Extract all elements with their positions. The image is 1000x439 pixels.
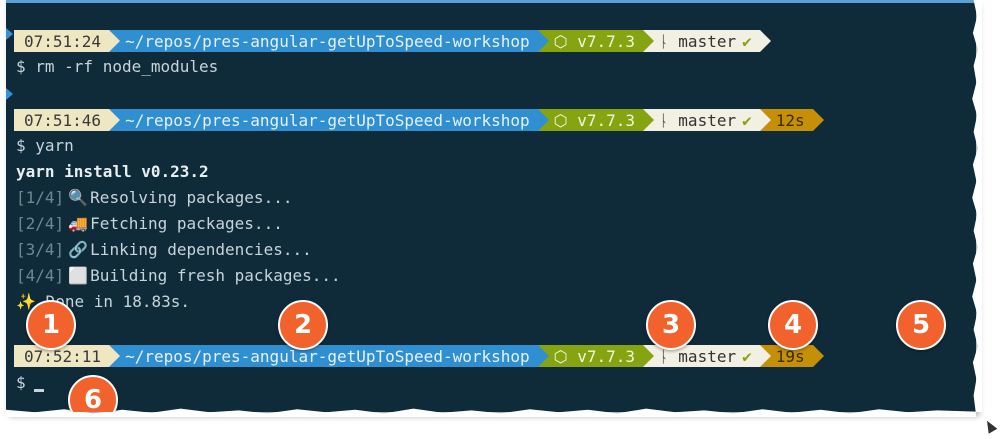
input-line[interactable]: $ <box>16 372 44 394</box>
prompt-path-segment: ~/repos/pres-angular-getUpToSpeed-worksh… <box>109 30 549 52</box>
prompt-time: 07:52:11 <box>24 346 102 366</box>
step-counter: [3/4] <box>16 240 65 259</box>
yarn-step-1: [1/4]🔍Resolving packages... <box>16 187 292 209</box>
prompt-time-segment: 07:52:11 <box>14 345 121 367</box>
prompt-time-segment: 07:51:46 <box>14 109 121 131</box>
mouse-pointer-icon <box>982 418 998 434</box>
yarn-step-2: [2/4]🚚Fetching packages... <box>16 213 283 235</box>
step-counter: [4/4] <box>16 266 65 285</box>
git-clean-check-icon: ✔ <box>742 31 752 51</box>
prompt-duration-segment: 12s <box>759 109 824 131</box>
prompt-bar-1: 07:51:24 ~/repos/pres-angular-getUpToSpe… <box>14 30 771 52</box>
torn-edge-right <box>972 0 982 412</box>
prompt-node-segment: ⬡ v7.7.3 <box>537 30 655 52</box>
step-text: Building fresh packages... <box>90 266 341 285</box>
prompt-marker <box>6 28 13 40</box>
prompt-path-segment: ~/repos/pres-angular-getUpToSpeed-worksh… <box>109 345 549 367</box>
prompt-path: ~/repos/pres-angular-getUpToSpeed-worksh… <box>125 31 530 51</box>
git-branch-icon: ᚿ <box>659 110 669 130</box>
step-text: Fetching packages... <box>90 214 283 233</box>
step-text: Resolving packages... <box>90 188 293 207</box>
prompt-marker <box>6 88 13 100</box>
prompt-path: ~/repos/pres-angular-getUpToSpeed-worksh… <box>125 110 530 130</box>
git-branch-icon: ᚿ <box>659 346 669 366</box>
prompt-path-segment: ~/repos/pres-angular-getUpToSpeed-worksh… <box>109 109 549 131</box>
yarn-header: yarn install v0.23.2 <box>16 162 209 181</box>
step-counter: [2/4] <box>16 214 65 233</box>
prompt-git-segment: ᚿ master✔ <box>643 109 771 131</box>
prompt-git-segment: ᚿ master✔ <box>643 30 771 52</box>
annotation-badge-1: 1 <box>26 300 76 350</box>
command-line-2: $ yarn <box>16 136 74 155</box>
step-text: Linking dependencies... <box>90 240 312 259</box>
yarn-step-4: [4/4]⬜Building fresh packages... <box>16 265 341 287</box>
node-version: ⬡ v7.7.3 <box>553 346 636 366</box>
git-branch: master <box>678 346 737 366</box>
node-version: ⬡ v7.7.3 <box>553 31 636 51</box>
terminal-top-border <box>6 0 976 3</box>
prompt-path: ~/repos/pres-angular-getUpToSpeed-worksh… <box>125 346 530 366</box>
magnifier-icon: 🔍 <box>68 188 89 207</box>
annotation-badge-3: 3 <box>646 300 696 350</box>
prompt-git-segment: ᚿ master✔ <box>643 345 771 367</box>
node-version: ⬡ v7.7.3 <box>553 110 636 130</box>
truck-icon: 🚚 <box>68 214 89 233</box>
prompt-time-segment: 07:51:24 <box>14 30 121 52</box>
prompt-time: 07:51:46 <box>24 110 102 130</box>
terminal-window[interactable]: 07:51:24 ~/repos/pres-angular-getUpToSpe… <box>6 0 976 412</box>
step-counter: [1/4] <box>16 188 65 207</box>
command-duration: 19s <box>775 346 805 366</box>
shell-prompt-symbol: $ <box>16 373 26 392</box>
prompt-time: 07:51:24 <box>24 31 102 51</box>
git-branch-icon: ᚿ <box>659 31 669 51</box>
annotation-badge-4: 4 <box>768 300 818 350</box>
git-branch: master <box>678 110 737 130</box>
prompt-node-segment: ⬡ v7.7.3 <box>537 109 655 131</box>
command-line-1: $ rm -rf node_modules <box>16 57 219 76</box>
prompt-bar-2: 07:51:46 ~/repos/pres-angular-getUpToSpe… <box>14 109 824 131</box>
square-icon: ⬜ <box>68 266 89 285</box>
git-clean-check-icon: ✔ <box>742 110 752 130</box>
git-clean-check-icon: ✔ <box>742 346 752 366</box>
text-cursor <box>33 389 44 392</box>
annotation-badge-2: 2 <box>278 300 328 350</box>
prompt-bar-3: 07:52:11 ~/repos/pres-angular-getUpToSpe… <box>14 345 824 367</box>
git-branch: master <box>678 31 737 51</box>
annotation-badge-6: 6 <box>68 375 118 412</box>
link-icon: 🔗 <box>68 240 89 259</box>
annotation-badge-5: 5 <box>896 300 946 350</box>
prompt-node-segment: ⬡ v7.7.3 <box>537 345 655 367</box>
torn-edge-bottom <box>6 408 976 417</box>
command-duration: 12s <box>775 110 805 130</box>
prompt-duration-segment: 19s <box>759 345 824 367</box>
yarn-step-3: [3/4]🔗Linking dependencies... <box>16 239 312 261</box>
